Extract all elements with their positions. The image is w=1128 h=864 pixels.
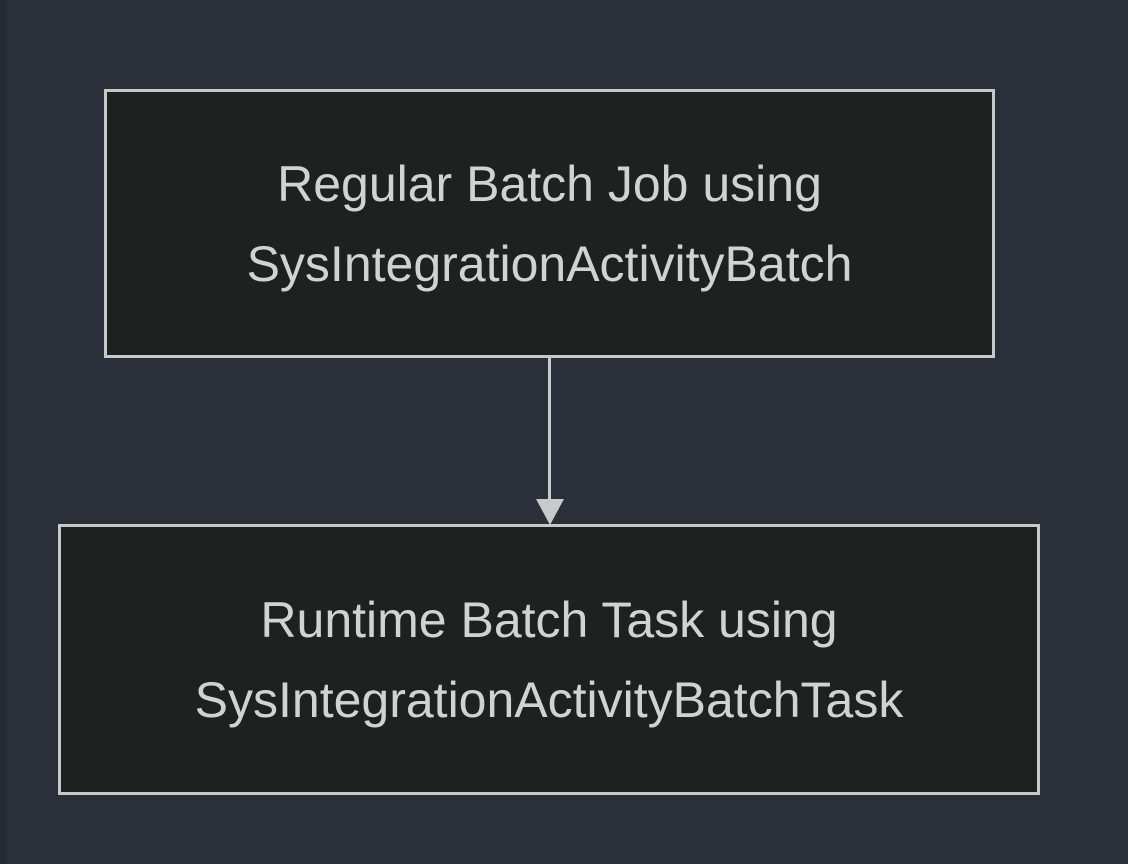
node-regular-batch-job: Regular Batch Job using SysIntegrationAc…	[104, 89, 995, 358]
left-edge-shade	[0, 0, 7, 864]
node-label-line2: SysIntegrationActivityBatchTask	[194, 671, 904, 728]
node-label-line1: Regular Batch Job using	[277, 155, 822, 212]
node-runtime-batch-task: Runtime Batch Task using SysIntegrationA…	[58, 524, 1040, 795]
node-label-line1: Runtime Batch Task using	[260, 591, 838, 648]
node-label-line2: SysIntegrationActivityBatch	[246, 235, 853, 292]
arrow-head-icon	[536, 499, 564, 525]
arrow-line	[548, 358, 551, 499]
